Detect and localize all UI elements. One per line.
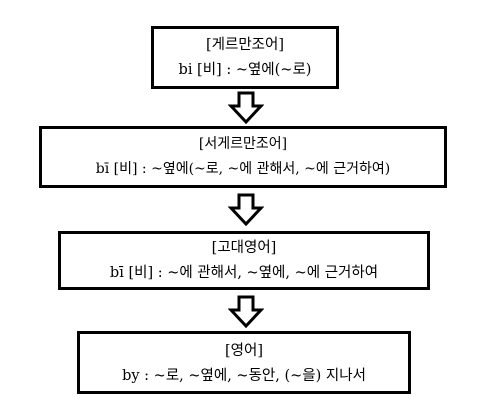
stage-title: [게르만조어] bbox=[205, 37, 284, 53]
stage-title: [고대영어] bbox=[211, 240, 277, 256]
down-arrow-icon bbox=[228, 91, 264, 124]
stage-title: [서게르만조어] bbox=[198, 136, 288, 152]
stage-box-english: [영어] by : ~로, ~옆에, ~동안, (~을) 지나서 bbox=[77, 331, 411, 394]
stage-form: bi [비] : ~옆에(~로) bbox=[178, 62, 312, 78]
stage-form: bī [비] : ~에 관해서, ~옆에, ~에 근거하여 bbox=[109, 265, 379, 281]
stage-form: bī [비] : ~옆에(~로, ~에 관해서, ~에 근거하여) bbox=[95, 161, 391, 177]
stage-form: by : ~로, ~옆에, ~동안, (~을) 지나서 bbox=[122, 368, 366, 384]
down-arrow-icon bbox=[228, 193, 264, 226]
stage-title: [영어] bbox=[225, 343, 263, 359]
down-arrow-icon bbox=[228, 295, 264, 328]
stage-box-west-germanic: [서게르만조어] bī [비] : ~옆에(~로, ~에 관해서, ~에 근거하… bbox=[39, 126, 447, 188]
stage-box-old-english: [고대영어] bī [비] : ~에 관해서, ~옆에, ~에 근거하여 bbox=[58, 231, 430, 290]
stage-box-proto-germanic: [게르만조어] bi [비] : ~옆에(~로) bbox=[151, 26, 339, 89]
